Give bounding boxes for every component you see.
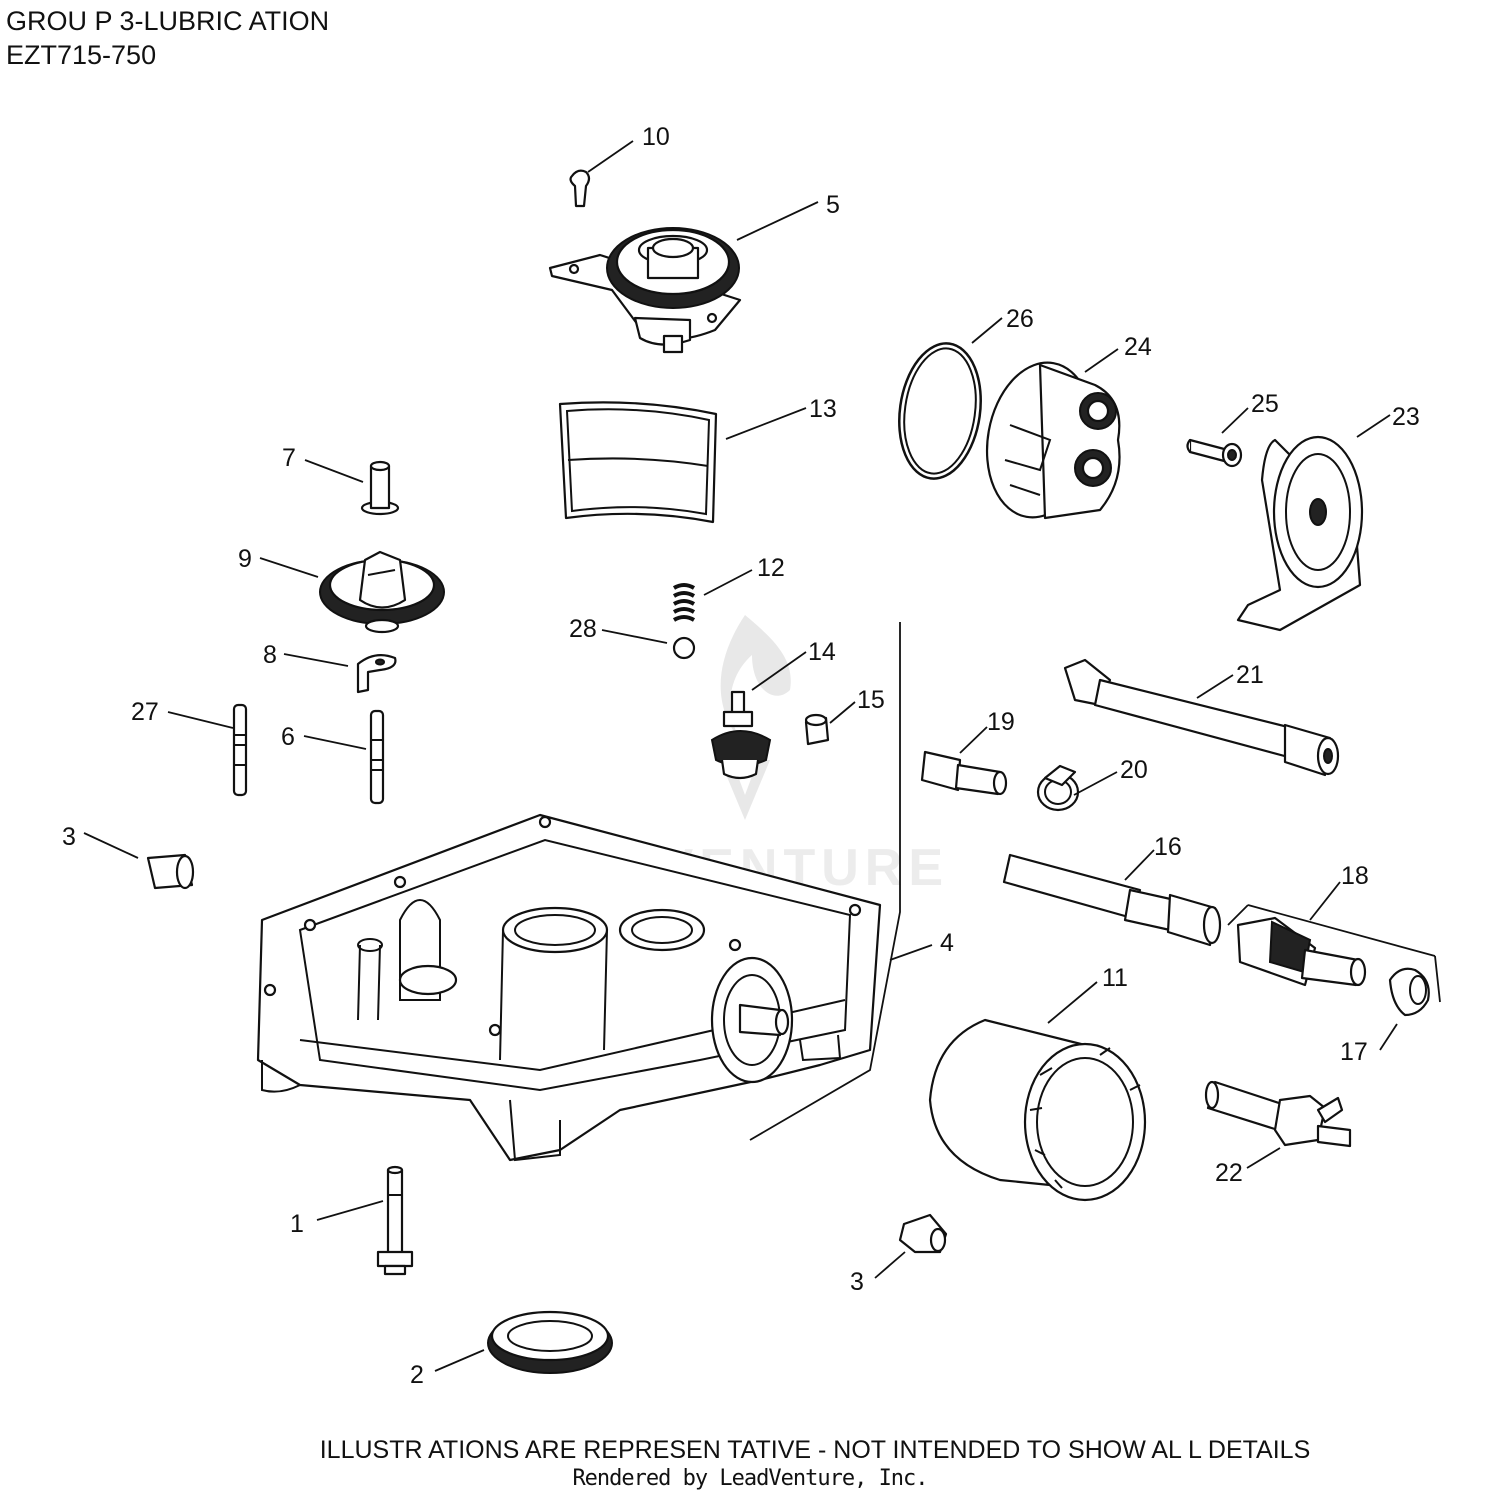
callout-26: 26	[1006, 305, 1034, 333]
part-17-cap[interactable]	[1388, 967, 1430, 1017]
part-16-oil-line[interactable]	[1002, 853, 1222, 947]
part-15-plug[interactable]	[804, 713, 830, 746]
callout-28: 28	[569, 615, 597, 643]
part-24-filter-adapter[interactable]	[975, 354, 1121, 526]
callout-9: 9	[238, 545, 252, 573]
callout-12: 12	[757, 554, 785, 582]
part-8-flyweight[interactable]	[356, 653, 397, 694]
callout-labels: 10 5 26 24 25 23 13 7 9 12 28 14 8 15 27…	[62, 123, 1420, 1389]
callout-8: 8	[263, 641, 277, 669]
part-21-oil-line[interactable]	[1063, 658, 1340, 777]
part-7-pin[interactable]	[360, 460, 400, 516]
part-12-spring[interactable]	[672, 583, 696, 622]
model-number: EZT715-750	[6, 40, 157, 70]
part-27-pin[interactable]	[232, 703, 248, 797]
part-10-screw[interactable]	[569, 169, 591, 208]
callout-19: 19	[987, 708, 1015, 736]
callout-6: 6	[281, 723, 295, 751]
callout-16: 16	[1154, 833, 1182, 861]
callout-15: 15	[857, 686, 885, 714]
callout-17: 17	[1340, 1038, 1368, 1066]
part-13-screen[interactable]	[558, 401, 718, 524]
part-28-ball[interactable]	[672, 636, 696, 660]
callout-10: 10	[642, 123, 670, 151]
render-credit: Rendered by LeadVenture, Inc.	[572, 1466, 928, 1491]
part-26-o-ring[interactable]	[891, 338, 989, 484]
callout-7: 7	[282, 444, 296, 472]
part-1-bolt[interactable]	[376, 1165, 414, 1276]
callout-20: 20	[1120, 756, 1148, 784]
callout-2: 2	[410, 1361, 424, 1389]
callout-5: 5	[826, 191, 840, 219]
callout-3-left: 3	[62, 823, 76, 851]
part-23-filter-base[interactable]	[1236, 435, 1364, 632]
part-6-pin[interactable]	[369, 709, 385, 805]
part-22-fitting[interactable]	[1204, 1080, 1352, 1148]
part-4-closure-plate[interactable]	[256, 813, 882, 1162]
part-11-oil-filter[interactable]	[928, 1018, 1147, 1202]
part-4-bracket-line	[749, 622, 901, 1141]
callout-14: 14	[808, 638, 836, 666]
callout-4: 4	[940, 929, 954, 957]
callout-25: 25	[1251, 390, 1279, 418]
disclaimer-text: ILLUSTR ATIONS ARE REPRESEN TATIVE - NOT…	[319, 1436, 1311, 1464]
callout-1: 1	[290, 1210, 304, 1238]
callout-21: 21	[1236, 661, 1264, 689]
part-14-pressure-switch[interactable]	[710, 690, 772, 780]
callout-18: 18	[1341, 862, 1369, 890]
callout-3-lower: 3	[850, 1268, 864, 1296]
part-3-plug-lower[interactable]	[898, 1213, 948, 1254]
callout-23: 23	[1392, 403, 1420, 431]
part-19-fitting[interactable]	[920, 750, 1008, 796]
callout-22: 22	[1215, 1159, 1243, 1187]
part-3-plug-left[interactable]	[146, 853, 195, 890]
callout-27: 27	[131, 698, 159, 726]
part-20-clamp[interactable]	[1036, 764, 1080, 812]
part-2-seal[interactable]	[487, 1310, 613, 1374]
callout-11: 11	[1102, 964, 1128, 992]
callout-24: 24	[1124, 333, 1152, 361]
callout-13: 13	[809, 395, 837, 423]
part-18-fitting[interactable]	[1236, 916, 1367, 987]
part-25-fitting[interactable]	[1186, 438, 1243, 468]
leader-lines	[83, 140, 1441, 1372]
part-5-oil-pump[interactable]	[548, 227, 742, 354]
part-9-gear[interactable]	[319, 550, 445, 634]
diagram-title: GROU P 3-LUBRIC ATION	[6, 6, 330, 36]
